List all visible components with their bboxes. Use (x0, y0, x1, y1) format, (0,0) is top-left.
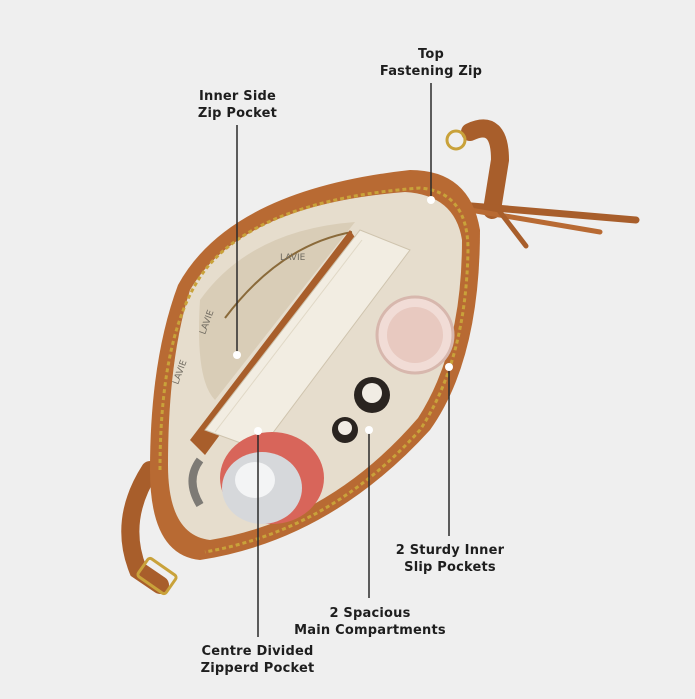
callout-lines (236, 83, 450, 637)
callout-dots (233, 196, 453, 435)
strap-ring-top (445, 129, 467, 151)
strap-top (461, 119, 510, 219)
zip-tassel (456, 201, 640, 224)
strap-bottom (121, 461, 169, 594)
lining-brand-text: LAVIE (280, 253, 306, 263)
zipper-track (158, 186, 470, 554)
strap-buckle (136, 556, 178, 596)
